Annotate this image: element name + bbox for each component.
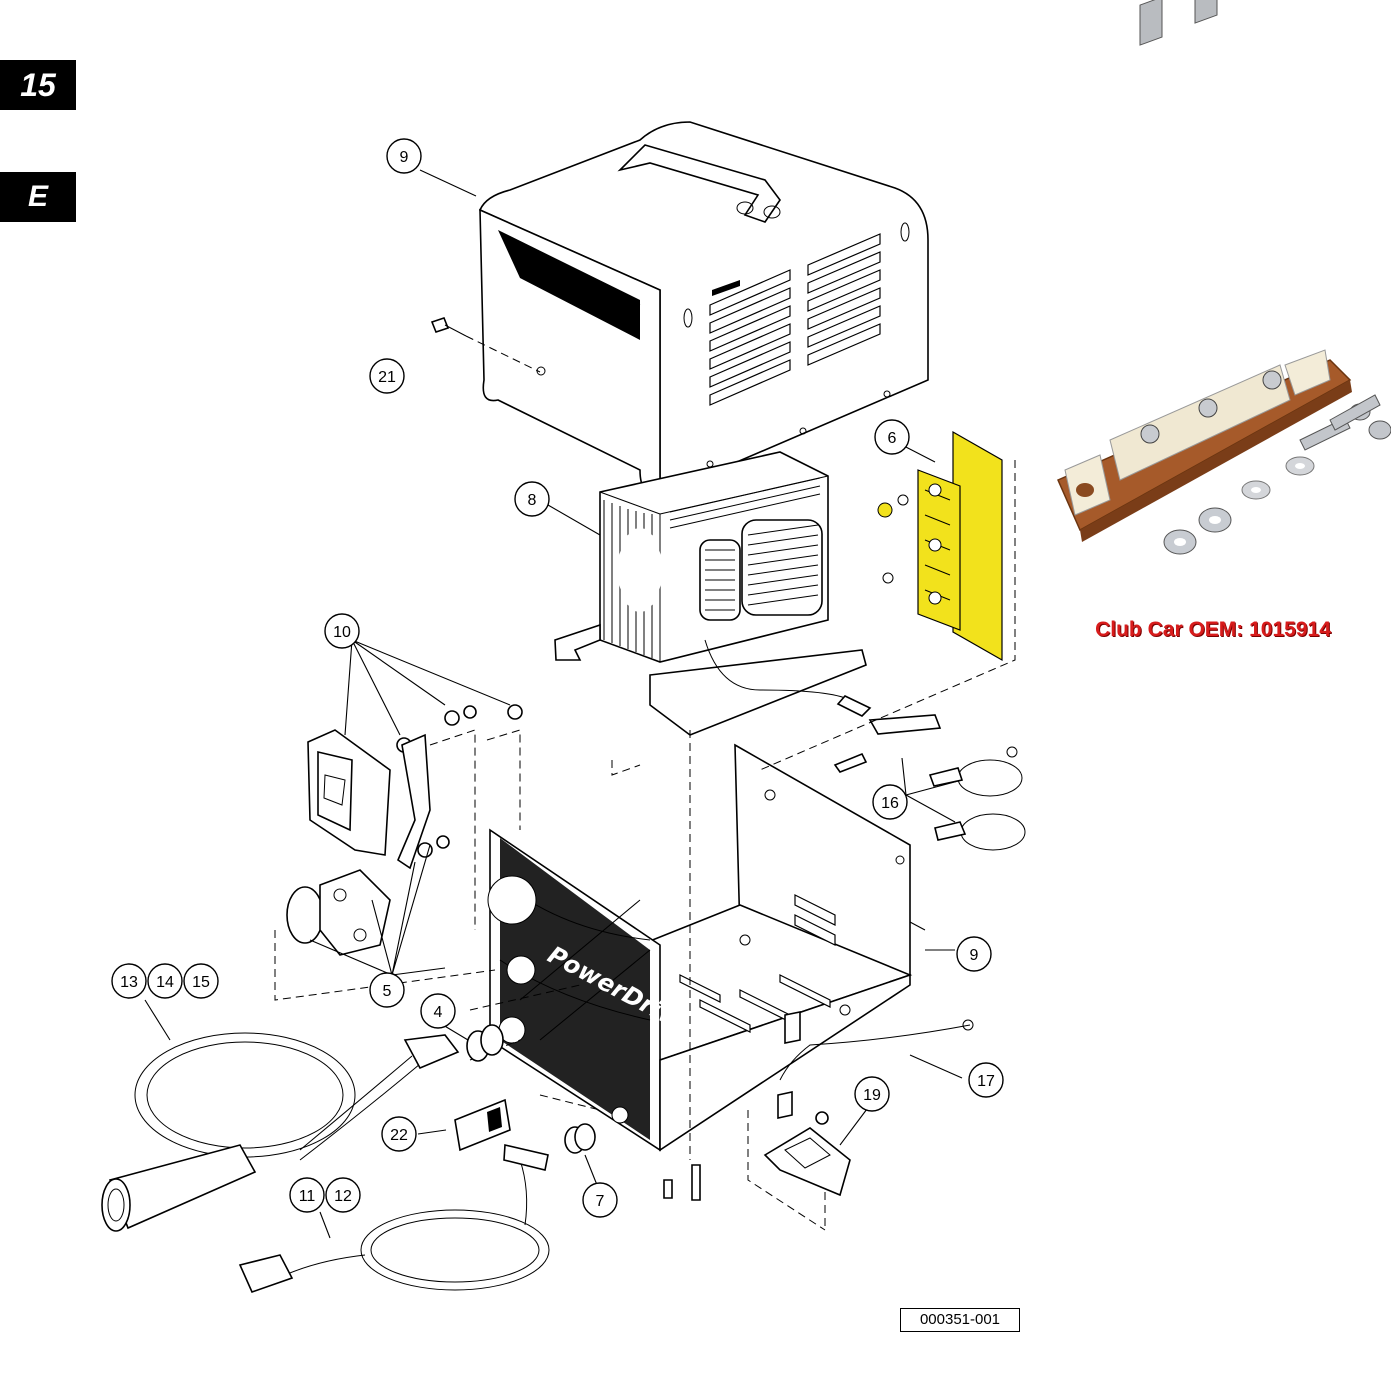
callout-10: 10 (324, 613, 360, 649)
svg-text:14: 14 (156, 974, 174, 991)
terminal-board-photo (1057, 0, 1391, 555)
drawing-number-box: 000351-001 (900, 1308, 1020, 1332)
oem-part-number-label: Club Car OEM: 1015914 (1095, 618, 1331, 641)
svg-text:6: 6 (888, 430, 897, 447)
callout-13: 13 (111, 963, 147, 999)
svg-text:15: 15 (192, 974, 210, 991)
section-letter-tab: E (0, 172, 76, 222)
top-cover (478, 121, 929, 497)
ammeter (307, 704, 523, 870)
chassis-base: PowerDrive (487, 743, 913, 1152)
callout-9-top: 9 (386, 138, 422, 174)
relay (763, 1111, 851, 1197)
callout-7: 7 (582, 1182, 618, 1218)
callout-14: 14 (147, 963, 183, 999)
svg-text:9: 9 (970, 947, 979, 964)
callout-12: 12 (325, 1177, 361, 1213)
svg-text:17: 17 (977, 1073, 995, 1090)
base-bolts (663, 1164, 701, 1201)
svg-text:4: 4 (434, 1004, 443, 1021)
callout-15: 15 (183, 963, 219, 999)
svg-text:11: 11 (299, 1188, 316, 1205)
cover-screw (430, 317, 541, 373)
callout-17: 17 (968, 1062, 1004, 1098)
top-cover-vents (709, 233, 881, 406)
svg-text:9: 9 (400, 149, 409, 166)
callout-16: 16 (872, 784, 908, 820)
ac-power-cord (238, 1144, 550, 1293)
wire-leads (777, 746, 1026, 1119)
svg-text:7: 7 (596, 1193, 605, 1210)
svg-text:13: 13 (120, 974, 138, 991)
leader-lines (144, 169, 1016, 1239)
terminal-board-highlight (877, 430, 1003, 662)
callout-5: 5 (369, 972, 405, 1008)
svg-text:5: 5 (383, 983, 392, 1000)
svg-text:8: 8 (528, 492, 537, 509)
callout-4: 4 (420, 993, 456, 1029)
section-number-tab: 15 (0, 60, 76, 110)
svg-text:19: 19 (863, 1087, 881, 1104)
svg-text:21: 21 (378, 369, 396, 386)
callout-11: 11 (289, 1177, 325, 1213)
dc-charging-cord (101, 1032, 460, 1232)
svg-text:16: 16 (881, 795, 899, 812)
svg-text:22: 22 (390, 1127, 408, 1144)
callout-19: 19 (854, 1076, 890, 1112)
callout-22: 22 (381, 1116, 417, 1152)
transformer (554, 451, 942, 736)
callout-8: 8 (514, 481, 550, 517)
callout-9-bottom: 9 (956, 936, 992, 972)
svg-text:12: 12 (334, 1188, 352, 1205)
callout-6: 6 (874, 419, 910, 455)
svg-text:10: 10 (333, 624, 351, 641)
circuit-breaker (286, 869, 391, 956)
strain-relief-bushings (454, 1024, 596, 1154)
callout-21: 21 (369, 358, 405, 394)
